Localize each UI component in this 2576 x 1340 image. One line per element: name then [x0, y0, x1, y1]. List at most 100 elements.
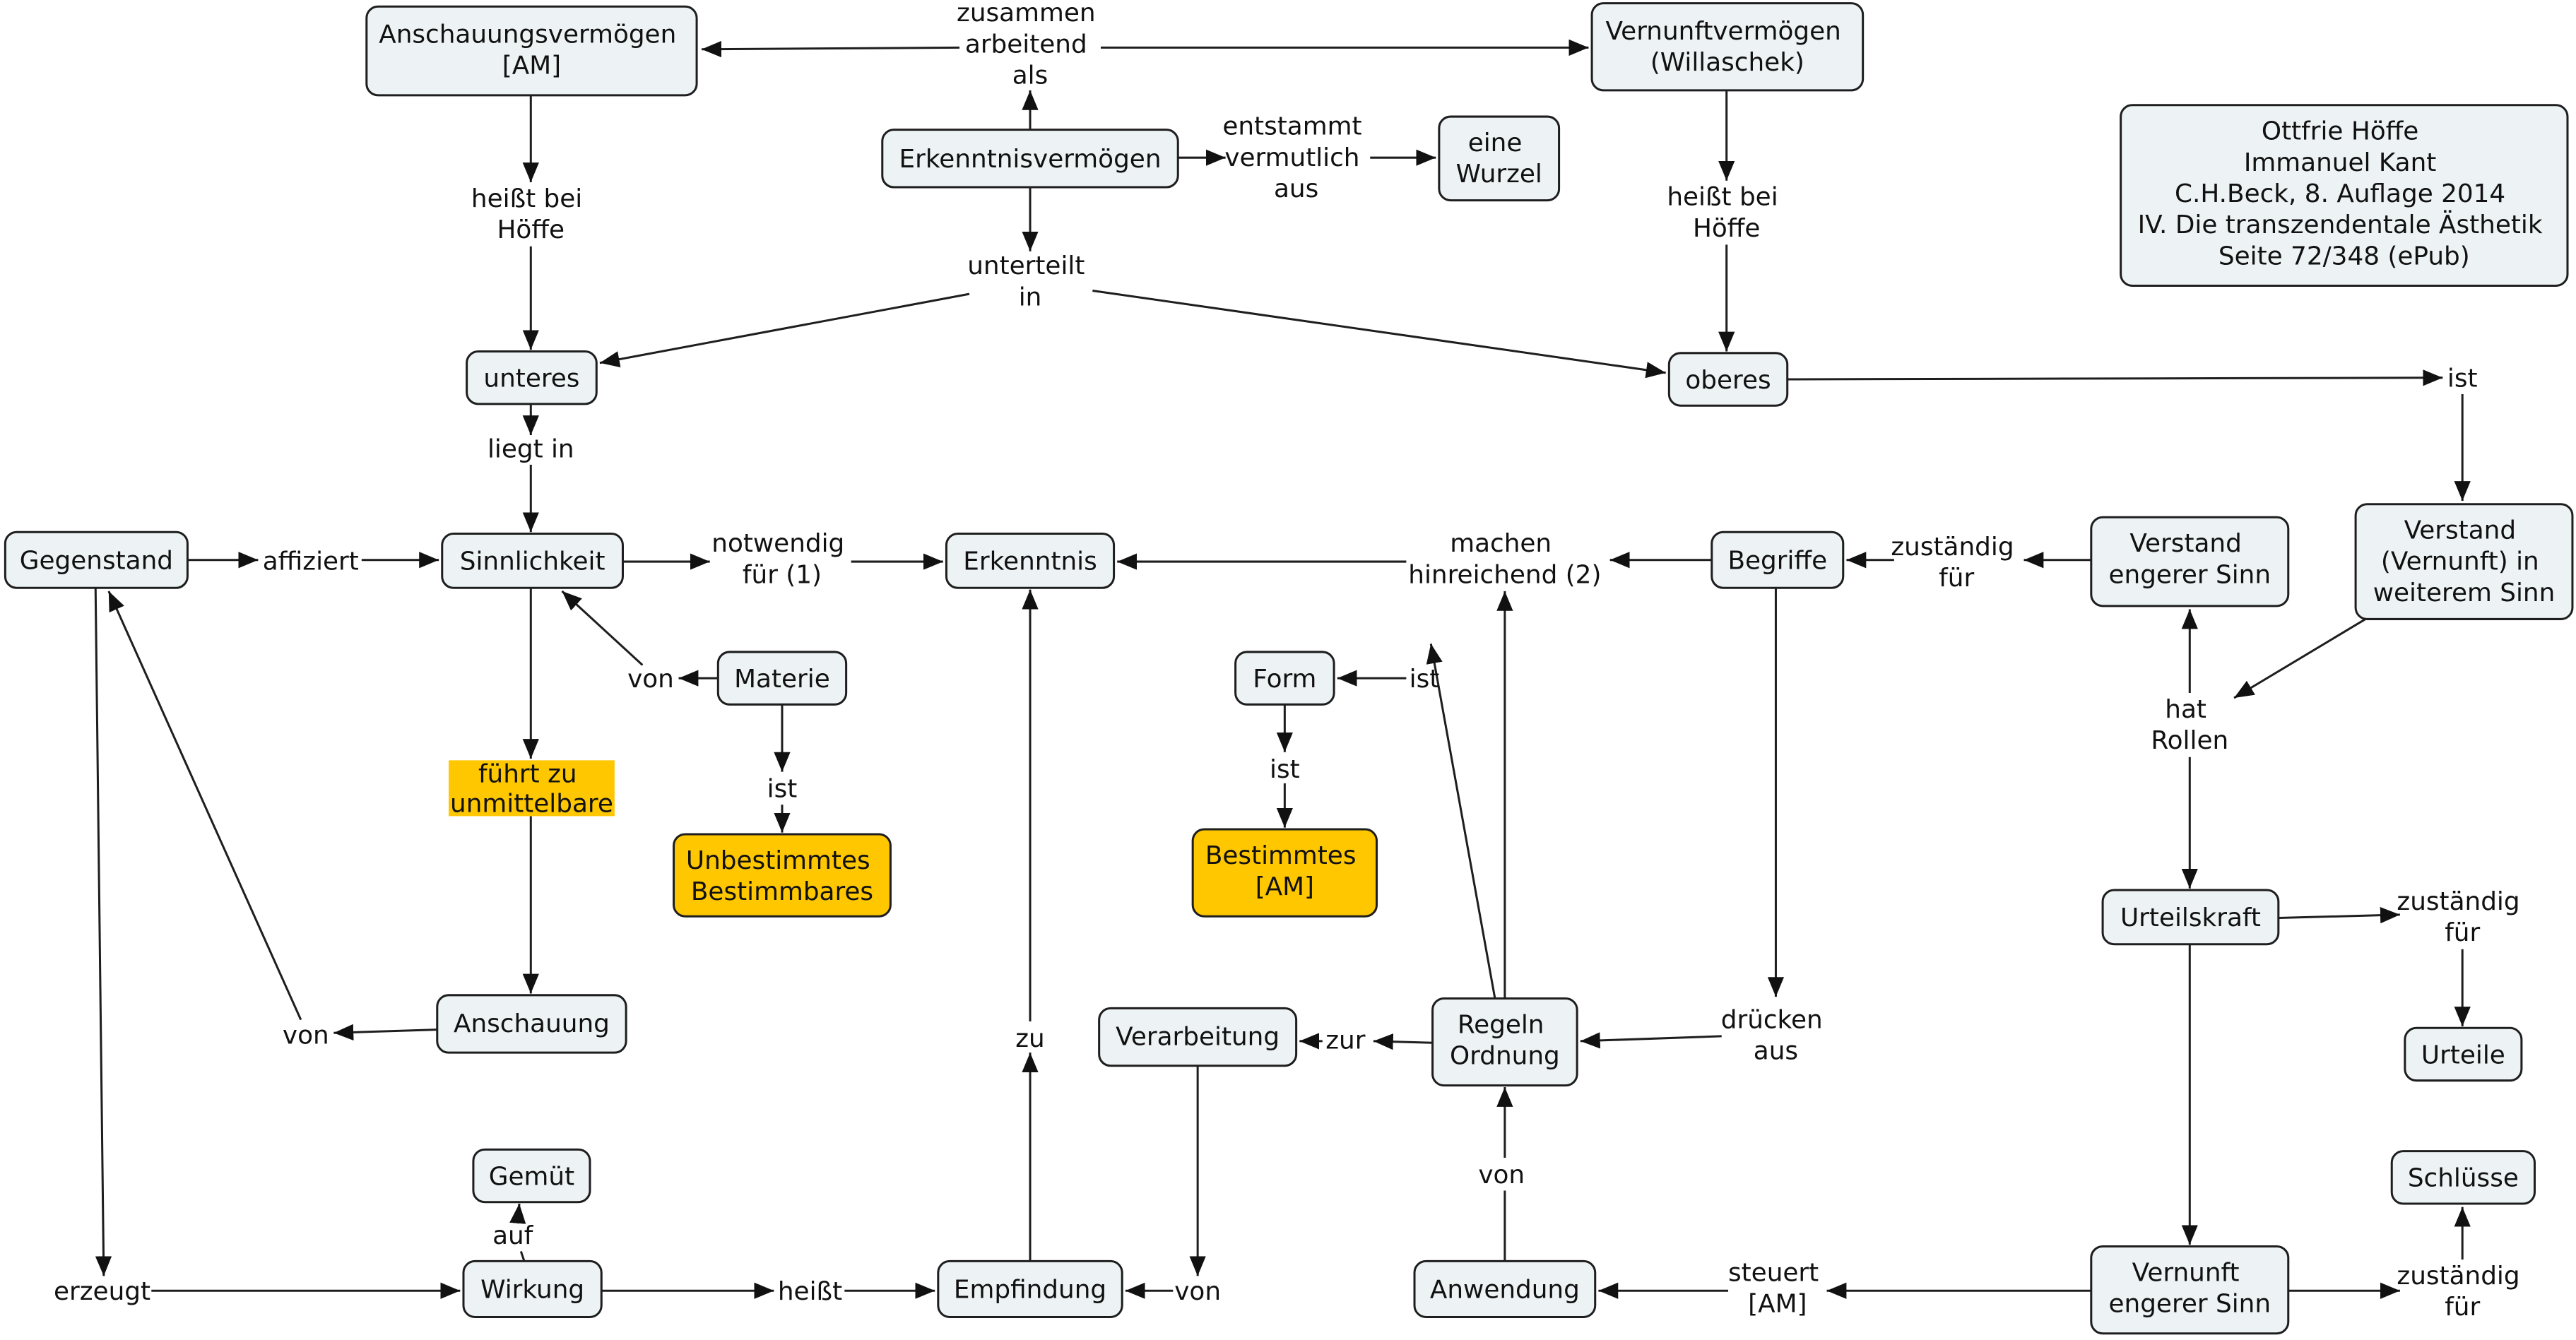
connector-unterteilt-to-unteres — [599, 292, 970, 368]
label-line: liegt in — [488, 434, 574, 463]
concept-label: Gemüt — [489, 1162, 574, 1191]
label-line: Verarbeitung — [1116, 1023, 1280, 1052]
concept-box — [881, 129, 1179, 189]
concept-box — [1098, 1007, 1298, 1067]
link-ist-bestimmtes: ist — [1270, 755, 1300, 784]
label-line: oberes — [1685, 366, 1771, 395]
connector-auf-to-gemuet — [509, 1203, 526, 1224]
label-line: Materie — [734, 665, 830, 694]
label-line: auf — [492, 1221, 534, 1250]
label-line: Höffe — [497, 215, 565, 244]
label-line: eine — [1468, 129, 1523, 158]
label-line: Ordnung — [1450, 1041, 1560, 1070]
label-line: Höffe — [1693, 214, 1761, 243]
concept-box — [1234, 651, 1335, 706]
link-highlight-box — [449, 760, 615, 817]
label-line: erzeugt — [54, 1277, 150, 1306]
concept-anschauung: Anschauung — [436, 994, 627, 1054]
concept-label: Bestimmtes [AM] — [1205, 841, 1364, 901]
connector-gegenstand-to-erzeugt — [94, 588, 112, 1276]
label-line: drücken — [1721, 1005, 1823, 1034]
label-line: arbeitend — [965, 30, 1087, 59]
concept-vernunftvermoegen: Vernunftvermögen (Willaschek) — [1590, 2, 1865, 92]
label-line: Wurzel — [1456, 160, 1542, 189]
concept-box — [673, 833, 892, 918]
concept-label: Vernunftvermögen (Willaschek) — [1605, 17, 1849, 77]
connector-wirkung-to-auf — [519, 1250, 526, 1262]
link-zusammen-arbeitend-als: zusammen arbeitend als — [957, 0, 1104, 90]
link-auf: auf — [492, 1221, 534, 1250]
concept-label: oberes — [1685, 366, 1771, 395]
concept-eine-wurzel: eine Wurzel — [1438, 115, 1561, 202]
concept-label: Verstand engerer Sinn — [2109, 529, 2271, 589]
concept-label: Erkenntnisvermögen — [899, 145, 1162, 174]
concept-label: Wirkung — [480, 1276, 584, 1305]
concept-box — [2354, 503, 2574, 620]
link-von-materie: von — [627, 665, 674, 694]
concept-label: Unbestimmtes Bestimmbares — [686, 846, 878, 906]
concept-box — [466, 350, 598, 405]
connector-anschauung-to-von — [333, 1024, 437, 1041]
concept-gemuet: Gemüt — [472, 1148, 591, 1204]
label-line: von — [627, 665, 674, 694]
concept-verarbeitung: Verarbeitung — [1098, 1007, 1298, 1067]
label-line: unmittelbare — [450, 790, 613, 819]
label-line: für (1) — [743, 560, 822, 589]
concept-label: Erkenntnis — [963, 547, 1097, 576]
label-line: Seite 72/348 (ePub) — [2218, 242, 2470, 271]
label-line: Ottfrie Höffe — [2262, 117, 2418, 146]
concept-label: Anschauungsvermögen [AM] — [379, 20, 684, 80]
label-line: führt zu — [478, 760, 577, 789]
label-line: Schlüsse — [2408, 1164, 2519, 1193]
label-line: unterteilt — [967, 251, 1085, 280]
label-line: als — [1012, 61, 1048, 90]
concept-begriffe: Begriffe — [1711, 530, 1845, 589]
concept-unteres: unteres — [466, 350, 598, 405]
label-line: Sinnlichkeit — [460, 547, 605, 576]
link-hat-rollen: hat Rollen — [2151, 695, 2228, 755]
label-line: Bestimmtes — [1205, 841, 1357, 870]
concept-box — [462, 1259, 603, 1318]
label-line: Begriffe — [1727, 547, 1827, 576]
label-line: heißt bei — [471, 184, 582, 213]
label-line: Empfindung — [954, 1276, 1106, 1305]
concept-box — [436, 994, 627, 1054]
link-zu: zu — [1015, 1024, 1044, 1053]
link-notwendig-fuer: notwendig für (1) — [711, 529, 852, 589]
concept-box — [1438, 115, 1561, 202]
label-line: Form — [1253, 665, 1316, 694]
link-von-anschauung: von — [283, 1021, 329, 1050]
label-line: Wirkung — [480, 1276, 584, 1305]
link-unterteilt-in: unterteilt in — [967, 251, 1093, 312]
concept-sinnlichkeit: Sinnlichkeit — [441, 533, 624, 589]
link-heisst-bei-hoeffe-right: heißt bei Höffe — [1667, 183, 1786, 243]
label-line: (Willaschek) — [1650, 48, 1804, 77]
label-line: aus — [1274, 174, 1318, 203]
label-line: steuert — [1728, 1258, 1819, 1287]
label-line: Anwendung — [1430, 1276, 1580, 1305]
label-line: entstammt — [1222, 112, 1361, 141]
concept-label: Anwendung — [1430, 1276, 1580, 1305]
concept-anwendung: Anwendung — [1413, 1259, 1597, 1318]
concept-label: Gegenstand — [20, 547, 173, 576]
link-zustaendig-fuer-schluesse: zuständig für — [2397, 1262, 2528, 1322]
label-line: notwendig — [711, 529, 844, 558]
concept-quelle: Ottfrie Höffe Immanuel Kant C.H.Beck, 8.… — [2120, 104, 2569, 287]
label-line: Gemüt — [489, 1162, 574, 1191]
link-fuehrt-zu-unmittelbare: führt zu unmittelbare — [449, 760, 615, 819]
concept-box — [472, 1148, 591, 1204]
label-line: [AM] — [1255, 872, 1314, 901]
label-line: hat — [2165, 695, 2206, 724]
concept-box — [2120, 104, 2569, 287]
connector-urteilskraft-to-zustaendig — [2278, 907, 2400, 924]
concept-box — [2404, 1026, 2523, 1082]
concept-erkenntnis: Erkenntnis — [945, 533, 1116, 589]
concept-box — [365, 5, 698, 97]
label-line: Urteilskraft — [2120, 903, 2261, 932]
label-line: Erkenntnisvermögen — [899, 145, 1162, 174]
label-line: IV. Die transzendentale Ästhetik — [2138, 210, 2543, 239]
concept-empfindung: Empfindung — [937, 1259, 1123, 1318]
label-line: Verstand — [2129, 529, 2241, 558]
linking-phrases: zusammen arbeitend als entstammt vermutl… — [54, 0, 2528, 1322]
concept-label: Urteile — [2421, 1040, 2505, 1069]
